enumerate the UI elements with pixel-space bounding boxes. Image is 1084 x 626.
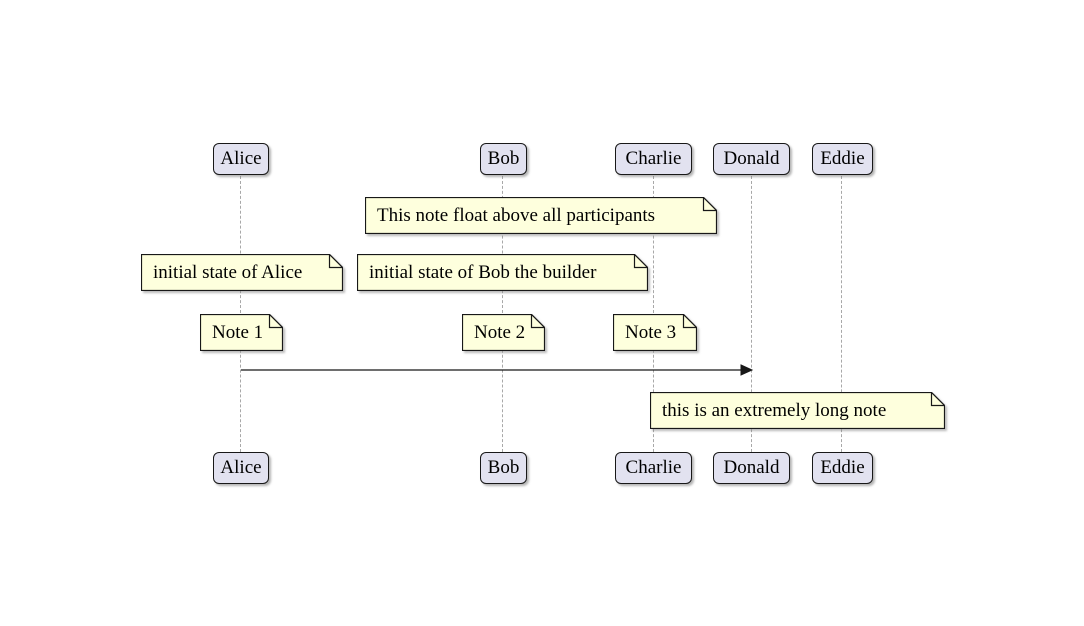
note-text: This note float above all participants: [377, 205, 656, 226]
note-initial-state-alice: initial state of Alice: [141, 254, 343, 291]
participant-top-eddie: Eddie: [812, 143, 873, 175]
participant-label: Charlie: [625, 148, 682, 169]
note-fold-icon: [328, 254, 343, 269]
message-arrow-alice-to-donald: [241, 364, 754, 376]
note-text: Note 1: [212, 322, 264, 343]
note-shape: [613, 314, 697, 351]
participant-label: Alice: [220, 457, 262, 478]
participant-bottom-bob: Bob: [480, 452, 527, 484]
note-text: initial state of Alice: [153, 262, 303, 283]
lifeline-eddie: [841, 176, 842, 452]
note-extremely-long: this is an extremely long note: [650, 392, 945, 429]
participant-top-alice: Alice: [213, 143, 269, 175]
note-shape: [141, 254, 343, 291]
note-text: Note 3: [625, 322, 677, 343]
note-fold-icon: [530, 314, 545, 329]
note-text: Note 2: [474, 322, 526, 343]
note-float-above-participants: This note float above all participants: [365, 197, 717, 234]
note-shape: [200, 314, 283, 351]
participant-bottom-eddie: Eddie: [812, 452, 873, 484]
note-text: initial state of Bob the builder: [369, 262, 597, 283]
participant-top-donald: Donald: [713, 143, 790, 175]
note-shape: [462, 314, 545, 351]
note-fold-icon: [930, 392, 945, 407]
note-2: Note 2: [462, 314, 545, 351]
note-fold-icon: [702, 197, 717, 212]
note-fold-icon: [682, 314, 697, 329]
note-3: Note 3: [613, 314, 697, 351]
participant-bottom-charlie: Charlie: [615, 452, 692, 484]
participant-top-charlie: Charlie: [615, 143, 692, 175]
participant-label: Alice: [220, 148, 262, 169]
note-fold-icon: [633, 254, 648, 269]
note-initial-state-bob: initial state of Bob the builder: [357, 254, 648, 291]
lifeline-donald: [751, 176, 752, 452]
participant-bottom-donald: Donald: [713, 452, 790, 484]
note-fold-icon: [268, 314, 283, 329]
participant-label: Charlie: [625, 457, 682, 478]
note-text: this is an extremely long note: [662, 400, 887, 421]
participant-label: Donald: [723, 457, 780, 478]
note-shape: [365, 197, 717, 234]
arrowhead-icon: [740, 364, 754, 376]
participant-label: Bob: [487, 457, 520, 478]
participant-label: Eddie: [820, 148, 865, 169]
participant-bottom-alice: Alice: [213, 452, 269, 484]
note-1: Note 1: [200, 314, 283, 351]
note-shape: [650, 392, 945, 429]
note-shape: [357, 254, 648, 291]
participant-label: Donald: [723, 148, 780, 169]
participant-label: Eddie: [820, 457, 865, 478]
participant-top-bob: Bob: [480, 143, 527, 175]
participant-label: Bob: [487, 148, 520, 169]
